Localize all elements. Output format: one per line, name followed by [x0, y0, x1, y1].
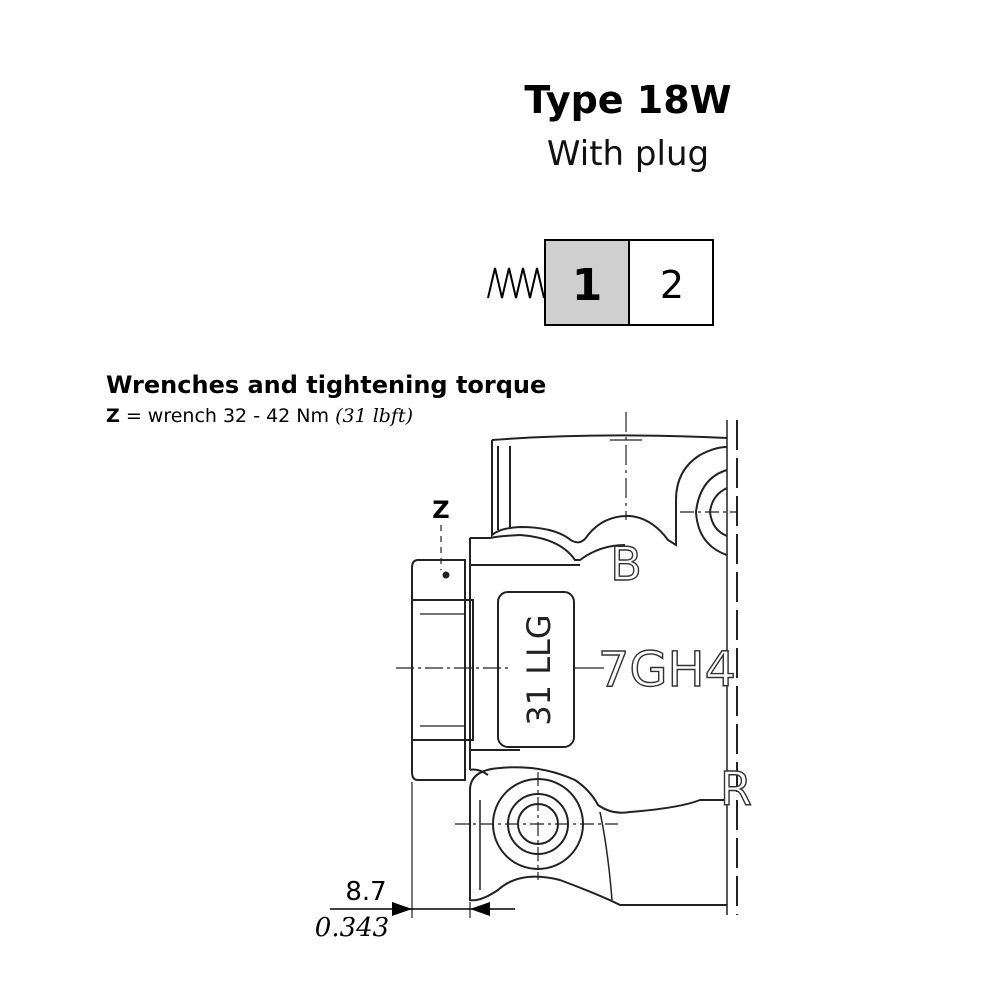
spring-icon — [487, 267, 545, 299]
section-heading: Wrenches and tightening torque — [106, 371, 547, 399]
dimension-8-7: 8.7 0.343 — [315, 877, 515, 943]
lower-body-outline — [469, 766, 727, 906]
upper-body-inner — [497, 446, 511, 530]
upper-port-circle — [694, 469, 728, 556]
hex-plug-outline — [411, 559, 466, 781]
page-subtitle: With plug — [546, 134, 710, 174]
hex-plug-collar — [464, 599, 474, 741]
upper-body-outline — [491, 434, 728, 547]
page-title: Type 18W — [524, 78, 732, 122]
marking-plate — [497, 591, 575, 748]
lower-body-inner — [479, 800, 613, 901]
dimension-imperial: 0.343 — [315, 913, 389, 943]
port-b-label: B — [610, 537, 642, 591]
valve-symbol: 1 2 — [487, 239, 714, 326]
wrench-imperial: (31 lbft) — [335, 405, 414, 427]
wrench-spec: Z = wrench 32 - 42 Nm (31 lbft) — [106, 404, 413, 428]
hex-plug-mark — [442, 571, 450, 579]
marking-horizontal-text: 7GH4 — [598, 642, 736, 698]
symbol-position-2-label: 2 — [660, 263, 684, 307]
z-label: Z — [432, 496, 449, 524]
wrench-description: = wrench 32 - 42 Nm — [119, 405, 336, 427]
valve-body-drawing — [396, 412, 738, 918]
marking-vertical-text: 31 LLG — [520, 614, 558, 725]
port-r-label: R — [720, 762, 752, 816]
dimension-arrow-left — [392, 902, 412, 916]
symbol-position-1-label: 1 — [572, 260, 603, 311]
wrench-key: Z — [106, 405, 120, 427]
dimension-arrow-right — [470, 902, 490, 916]
body-outline — [469, 533, 626, 776]
dimension-metric: 8.7 — [345, 877, 386, 907]
